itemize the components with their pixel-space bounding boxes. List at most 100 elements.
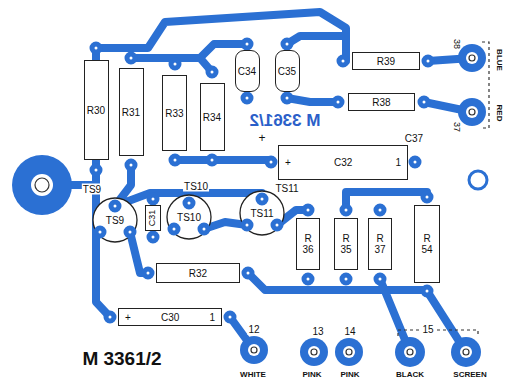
solder-pad <box>243 221 251 229</box>
part-label: R33 <box>165 108 183 119</box>
resistor-box: R33 <box>162 75 187 151</box>
solder-pad <box>106 313 114 321</box>
part-label: C30 <box>161 312 179 323</box>
solder-pad <box>226 313 234 321</box>
part-label: C31 <box>148 210 158 227</box>
transistor-outline: TS10TS10 <box>166 194 212 240</box>
part-label: R39 <box>377 56 395 67</box>
terminal-pad <box>300 338 328 366</box>
part-label: R 37 <box>374 233 385 256</box>
transistor-label: TS11 <box>274 183 299 194</box>
part-label: C32 <box>334 157 352 168</box>
solder-pad <box>342 275 350 283</box>
dashed-bracket <box>398 330 478 336</box>
solder-pad <box>376 275 384 283</box>
resistor-box: R 36 <box>296 218 320 270</box>
solder-pad <box>283 94 291 102</box>
solder-pad <box>200 225 208 233</box>
solder-pad <box>273 221 281 229</box>
solder-pad <box>411 158 419 166</box>
part-label: R 35 <box>340 233 351 256</box>
board-number: M 3361/2 <box>81 349 162 368</box>
solder-pad <box>149 233 157 241</box>
part-label: C37 <box>404 134 424 144</box>
capacitor-box: C35 <box>275 50 300 92</box>
transistor-outline: TS9TS9 <box>92 197 138 243</box>
pad-hole <box>343 346 355 358</box>
part-label: R32 <box>189 268 207 279</box>
resistor-box: R34 <box>200 83 225 151</box>
solder-pad <box>423 287 431 295</box>
part-label: R30 <box>87 105 105 116</box>
solder-pad <box>170 225 178 233</box>
pin-number: 12 <box>247 325 260 335</box>
polarity-mark: 1 <box>395 157 401 168</box>
capacitor-box: C34 <box>235 50 260 92</box>
copper-trace <box>42 12 472 352</box>
transistor-outline <box>167 195 211 239</box>
part-label: C35 <box>278 66 296 77</box>
solder-pad <box>258 195 266 203</box>
terminal-pad <box>458 98 486 126</box>
pad-hole <box>248 344 260 356</box>
pad-ring <box>35 178 49 192</box>
solder-pad <box>149 195 157 203</box>
solder-pad <box>304 206 312 214</box>
terminal-pad <box>458 44 486 72</box>
solder-pad <box>423 193 431 201</box>
resistor-box: R38 <box>348 93 415 111</box>
terminal-pad <box>335 338 363 366</box>
transistor-label: TS10 <box>183 181 209 192</box>
solder-pad <box>283 40 291 48</box>
pad-ring <box>346 349 352 355</box>
pad-hole <box>466 106 478 118</box>
resistor-box: R 35 <box>334 218 358 270</box>
wire-colour: PINK <box>339 371 360 379</box>
solder-pad <box>334 98 342 106</box>
solder-pad <box>111 202 119 210</box>
solder-pad <box>424 57 432 65</box>
resistor-box: R 54 <box>414 205 440 283</box>
part-label: R 54 <box>421 233 432 256</box>
transistor-id: TS11 <box>249 208 274 219</box>
capacitor-box: + C32 1 <box>278 145 408 180</box>
pin-number: 15 <box>421 325 434 335</box>
solder-pad <box>171 156 179 164</box>
wire-colour: BLACK <box>395 371 425 379</box>
pin-number: 38 <box>452 38 461 50</box>
part-label: R34 <box>203 112 221 123</box>
terminal-pad <box>395 337 425 367</box>
transistor-outline <box>240 191 284 235</box>
part-label: R38 <box>372 97 390 108</box>
wire-colour: WHITE <box>239 371 267 379</box>
polarity-mark: + <box>285 157 291 168</box>
pad-ring <box>251 347 257 353</box>
wire-colour: SCREEN <box>452 371 487 379</box>
transistor-label: TS9 <box>82 184 102 195</box>
part-label: R31 <box>122 107 140 118</box>
pad-ring <box>469 55 475 61</box>
part-label: R 36 <box>302 233 313 256</box>
pad-ring <box>407 349 413 355</box>
capacitor-box: +C301 <box>118 308 222 326</box>
solder-pad <box>267 158 275 166</box>
capacitor-box: C31 <box>145 205 161 231</box>
solder-pad <box>243 40 251 48</box>
pad-hole <box>404 346 416 358</box>
terminal-pad <box>451 337 481 367</box>
solder-pad <box>185 199 193 207</box>
transistor-id: TS9 <box>105 215 125 226</box>
wire-colour: PINK <box>301 371 322 379</box>
part-label: C34 <box>238 66 256 77</box>
pad-hole <box>31 174 53 196</box>
solder-pad <box>244 269 252 277</box>
pin-number: 13 <box>311 327 324 337</box>
pad-hole <box>460 346 472 358</box>
polarity-mark: + <box>125 312 131 323</box>
resistor-box: R39 <box>352 52 420 70</box>
pad-ring <box>469 109 475 115</box>
pad-ring <box>463 349 469 355</box>
resistor-box: R30 <box>84 60 109 160</box>
solder-pad <box>208 68 216 76</box>
